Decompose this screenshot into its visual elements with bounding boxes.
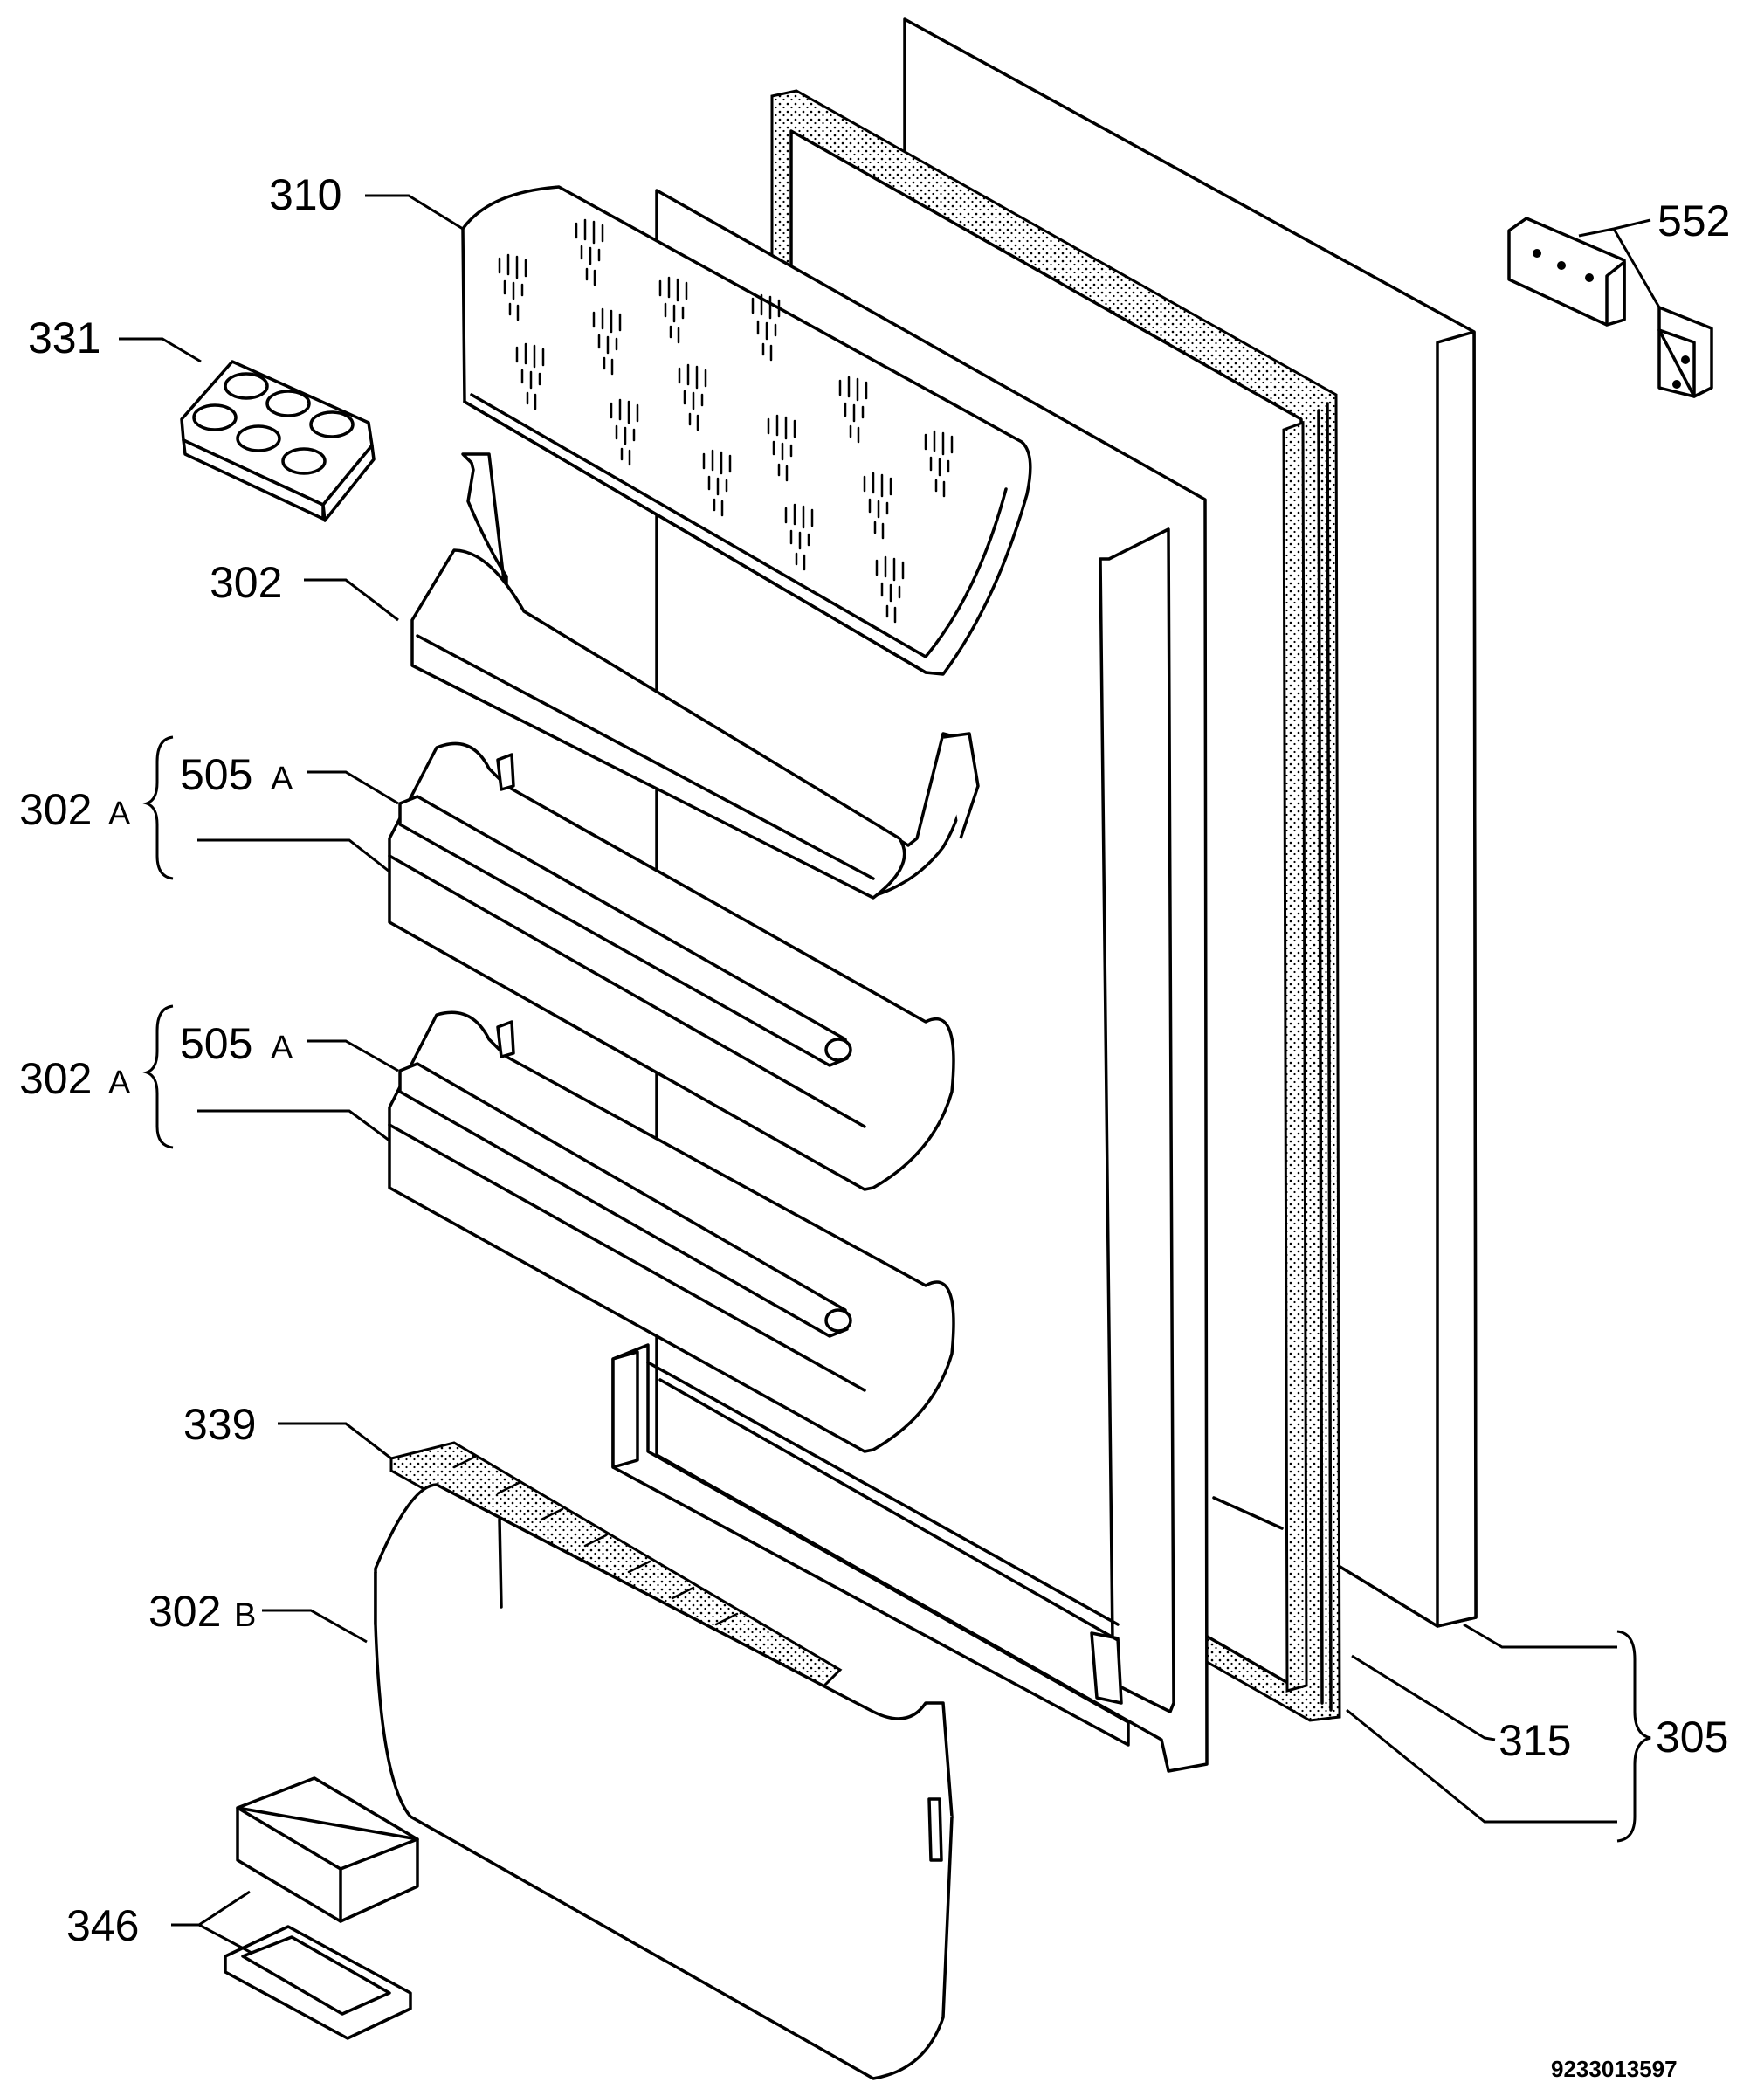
bottle-shelf bbox=[374, 1483, 954, 2080]
label-302a-1: 302 bbox=[19, 785, 92, 834]
dairy-compartment-cover bbox=[461, 185, 1032, 676]
label-305: 305 bbox=[1656, 1713, 1728, 1762]
door-shelf-middle-2 bbox=[388, 1010, 955, 1453]
door-shelf-middle-1 bbox=[388, 741, 955, 1191]
egg-tray bbox=[180, 360, 376, 522]
label-302a-1-suffix: A bbox=[108, 796, 131, 832]
brace-305 bbox=[1616, 1630, 1651, 1843]
label-505a-1-suffix: A bbox=[271, 761, 293, 797]
label-302a-2-suffix: A bbox=[108, 1065, 131, 1101]
label-505a-2-suffix: A bbox=[271, 1030, 293, 1066]
butter-compartment bbox=[224, 1776, 419, 2040]
part-labels: 310 331 302 505 A 302 A 505 A 302 A 339 … bbox=[19, 170, 1730, 1950]
label-505a-2: 505 bbox=[180, 1019, 252, 1068]
label-302a-2: 302 bbox=[19, 1054, 92, 1103]
label-310: 310 bbox=[269, 170, 341, 219]
door-shelf-upper bbox=[410, 452, 980, 900]
label-315: 315 bbox=[1499, 1716, 1571, 1765]
label-302: 302 bbox=[210, 558, 282, 607]
brace-302a-1 bbox=[142, 735, 174, 880]
label-346: 346 bbox=[66, 1901, 139, 1950]
label-339: 339 bbox=[183, 1400, 256, 1449]
label-331: 331 bbox=[28, 314, 100, 362]
document-number: 9233013597 bbox=[1551, 2056, 1678, 2082]
label-302b: 302 bbox=[148, 1587, 221, 1636]
label-552: 552 bbox=[1657, 196, 1730, 245]
brace-302a-2 bbox=[142, 1004, 174, 1149]
label-505a-1: 505 bbox=[180, 750, 252, 799]
leader-lines bbox=[119, 194, 1661, 1955]
label-302b-suffix: B bbox=[234, 1597, 256, 1634]
hinge-bracket bbox=[1507, 217, 1713, 398]
